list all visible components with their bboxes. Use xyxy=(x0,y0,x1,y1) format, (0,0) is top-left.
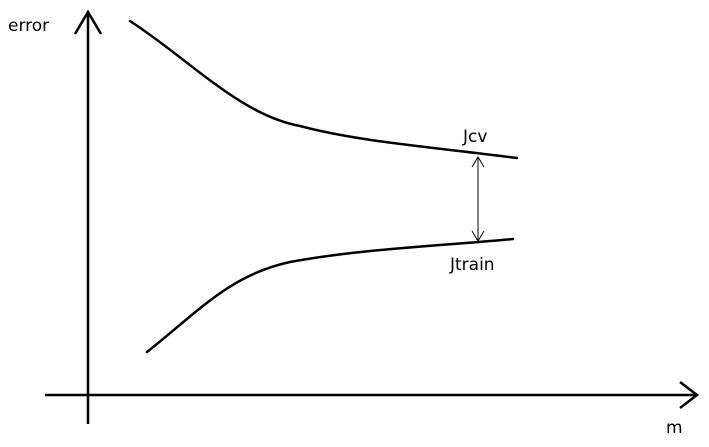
gap-arrowhead-top xyxy=(471,156,485,168)
jtrain-curve-label: Jtrain xyxy=(450,255,495,275)
x-axis-label: m xyxy=(666,418,683,438)
jtrain-curve xyxy=(145,237,515,354)
y-axis-label: error xyxy=(8,16,50,36)
y-axis-arrowhead xyxy=(73,9,103,35)
gap-arrowhead-bottom xyxy=(471,230,485,242)
x-axis-arrowhead xyxy=(679,381,700,409)
jcv-curve xyxy=(128,19,519,160)
jcv-curve-label: Jcv xyxy=(463,127,488,147)
